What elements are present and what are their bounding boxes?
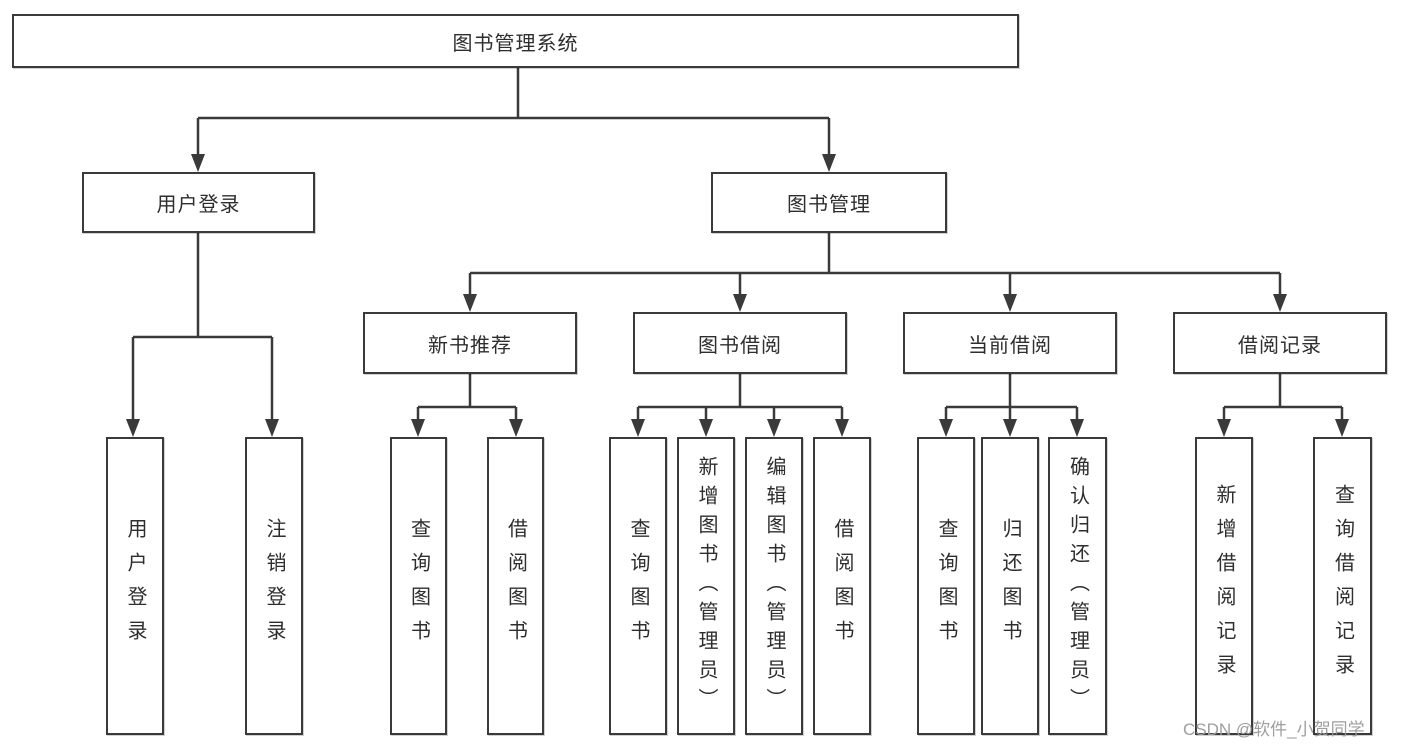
node-library-system: 图书管理系统 [12, 14, 1019, 68]
arrowhead [1335, 419, 1349, 437]
arrowhead [631, 419, 645, 437]
node-label: 查询图书 [407, 518, 430, 654]
arrowhead [733, 294, 747, 312]
node-cb-confirm-return-admin: 确认归还（管理员） [1048, 437, 1107, 735]
connector-borrowing-records-branch [1222, 374, 1344, 423]
node-label: 查询图书 [935, 518, 957, 654]
node-label: 查询借阅记录 [1331, 484, 1354, 688]
node-user-login: 用户登录 [82, 172, 315, 233]
watermark-text: CSDN @软件_小贺同学 [1183, 720, 1365, 739]
arrowhead [1003, 419, 1017, 437]
arrowhead [411, 419, 425, 437]
node-label: 新书推荐 [428, 334, 512, 357]
node-bb-query-books: 查询图书 [609, 437, 667, 735]
node-br-add-record: 新增借阅记录 [1195, 437, 1253, 735]
arrowhead [1273, 294, 1287, 312]
arrowhead [1217, 419, 1231, 437]
node-label: 图书管理系统 [452, 32, 579, 55]
connector-book-management-branch [468, 233, 1282, 298]
node-label: 确认归还（管理员） [1066, 455, 1089, 717]
arrowhead [191, 154, 205, 172]
arrowhead [699, 419, 713, 437]
node-bb-borrow-books: 借阅图书 [813, 437, 871, 735]
node-br-query-record: 查询借阅记录 [1313, 437, 1372, 735]
node-logout-action: 注销登录 [245, 437, 303, 735]
node-label: 编辑图书（管理员） [763, 455, 785, 717]
node-label: 借阅记录 [1238, 334, 1322, 357]
node-bb-edit-books-admin: 编辑图书（管理员） [745, 437, 803, 735]
arrowhead [265, 419, 279, 437]
node-cb-return-books: 归还图书 [981, 437, 1039, 735]
node-label: 图书管理 [787, 194, 871, 216]
node-label: 当前借阅 [968, 334, 1052, 357]
node-label: 注销登录 [263, 518, 285, 654]
arrowhead [835, 419, 849, 437]
node-cb-query-books: 查询图书 [917, 437, 975, 735]
node-label: 查询图书 [627, 518, 649, 654]
node-nbr-borrow-books: 借阅图书 [487, 437, 544, 735]
connector-new-book-recommend-branch [416, 374, 518, 423]
arrowhead [509, 419, 523, 437]
arrowhead [126, 419, 140, 437]
node-borrowing-records: 借阅记录 [1173, 312, 1387, 374]
node-label: 借阅图书 [831, 518, 853, 654]
arrowhead [1070, 419, 1084, 437]
node-label: 图书借阅 [698, 334, 782, 357]
connector-current-borrowing-branch [944, 374, 1079, 423]
node-current-borrowing: 当前借阅 [903, 312, 1117, 374]
node-label: 新增图书（管理员） [695, 455, 717, 717]
node-nbr-query-books: 查询图书 [390, 437, 447, 735]
node-label: 新增借阅记录 [1213, 484, 1235, 688]
node-label: 用户登录 [124, 518, 146, 654]
connector-user-login-branch [131, 233, 274, 423]
node-new-book-recommend: 新书推荐 [363, 312, 577, 374]
arrowhead [822, 154, 836, 172]
connector-root-to-level2 [196, 68, 831, 158]
node-user-login-action: 用户登录 [106, 437, 164, 735]
arrowhead [939, 419, 953, 437]
arrowhead [1003, 294, 1017, 312]
node-label: 借阅图书 [504, 518, 527, 654]
connector-book-borrowing-branch [636, 374, 844, 423]
node-bb-add-books-admin: 新增图书（管理员） [677, 437, 735, 735]
node-label: 用户登录 [156, 194, 241, 216]
node-label: 归还图书 [999, 518, 1021, 654]
node-book-borrowing: 图书借阅 [633, 312, 847, 374]
arrowhead [767, 419, 781, 437]
arrowhead [463, 294, 477, 312]
node-book-management: 图书管理 [711, 172, 947, 233]
